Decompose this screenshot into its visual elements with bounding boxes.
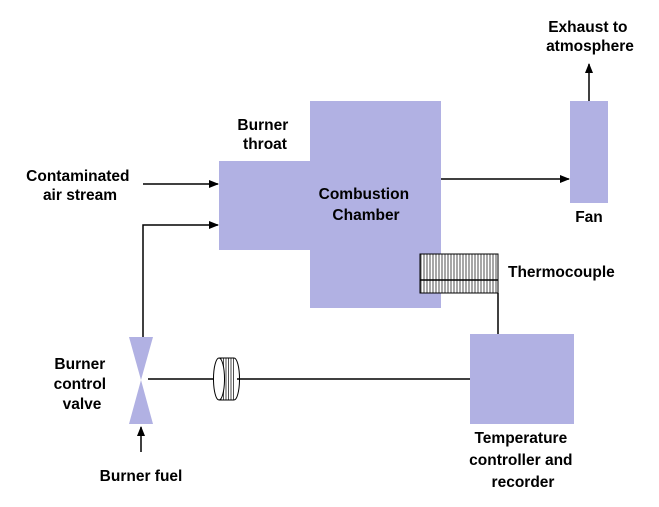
combustion-chamber-label: Combustion Chamber xyxy=(319,186,414,224)
exhaust-label: Exhaust to atmosphere xyxy=(546,19,634,55)
burner-fuel-label: Burner fuel xyxy=(100,468,183,485)
fan-label: Fan xyxy=(575,209,603,226)
temperature-controller-block xyxy=(470,334,574,424)
combustion-chamber-block xyxy=(310,101,441,308)
ribbed-sensor-icon xyxy=(419,253,499,294)
burner-throat-block xyxy=(219,161,311,250)
burner-valve-label: Burner control valve xyxy=(54,356,111,413)
fuel-line-arrow xyxy=(142,221,219,338)
thermocouple-label: Thermocouple xyxy=(508,264,615,281)
burner-throat-label: Burner throat xyxy=(237,117,292,153)
cylinder-actuator-icon xyxy=(213,357,240,401)
bowtie-valve-icon xyxy=(129,337,153,424)
contaminated-air-label: Contaminated air stream xyxy=(26,168,134,204)
fan-block xyxy=(570,101,608,203)
temperature-controller-label: Temperature controller and recorder xyxy=(469,430,577,491)
